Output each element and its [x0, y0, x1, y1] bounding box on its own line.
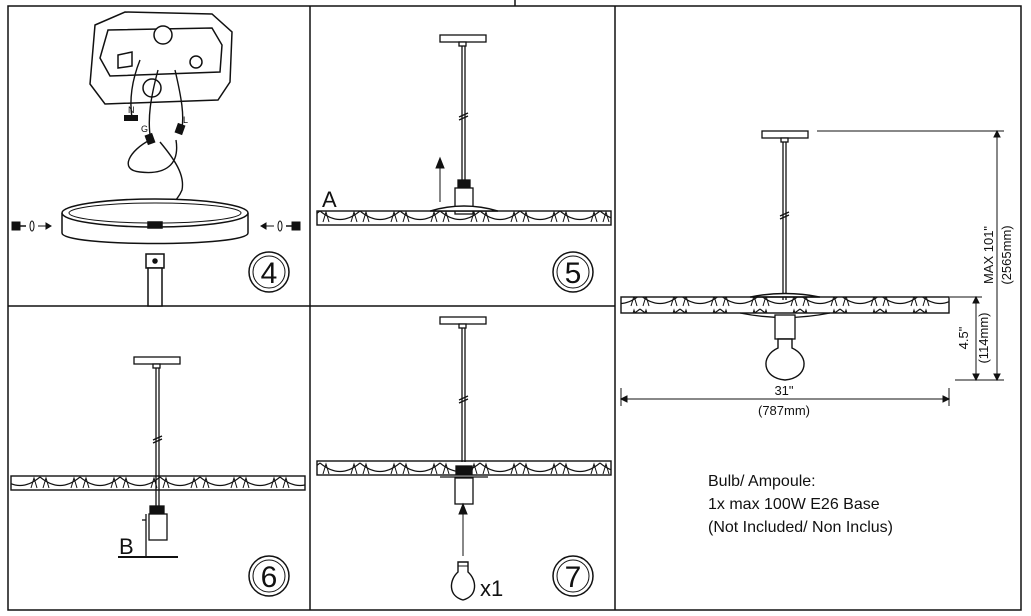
lift-arrow-5 [435, 156, 445, 202]
bulb-icon-7 [450, 561, 476, 601]
wire-label-l: L [183, 115, 188, 125]
suspension-rod-5 [458, 46, 469, 180]
wire-label-n: N [128, 105, 135, 115]
step-5-number: 5 [565, 257, 582, 290]
canopy [61, 198, 249, 307]
socket-dim [774, 314, 796, 340]
bulb-quantity: x1 [480, 576, 503, 601]
ceiling-canopy-7 [439, 316, 487, 329]
part-label-a: A [322, 187, 337, 212]
shade-6 [10, 475, 306, 491]
panel-step-7: x1 7 [316, 316, 612, 601]
step-6-badge: 6 [248, 555, 290, 597]
max-height-dimension-line [817, 129, 1004, 382]
step-5-badge: 5 [552, 251, 594, 293]
shade-5 [316, 205, 612, 226]
bulb-note-line-3: (Not Included/ Non Inclus) [708, 519, 893, 536]
shade-dim [620, 292, 950, 319]
bulb-note: Bulb/ Ampoule: 1x max 100W E26 Base (Not… [708, 470, 893, 539]
step-4-badge: 4 [248, 251, 290, 293]
suspension-rod-7 [458, 328, 469, 462]
shade-height-mm-label: (114mm) [976, 312, 991, 363]
shade-height-dimension-line [950, 295, 982, 382]
insert-arrow-7 [458, 502, 468, 556]
diameter-label: 31" [774, 383, 793, 398]
panel-step-6: B 6 [10, 356, 306, 597]
panel-step-5: A 5 [316, 34, 612, 293]
shade-height-label: 4.5" [956, 326, 971, 349]
panel-dimensions: MAX 101" (2565mm) 4.5" (114mm) 31" (787m… [619, 129, 1014, 418]
junction-box [89, 11, 233, 105]
diameter-mm-label: (787mm) [758, 403, 810, 418]
diameter-dimension-line [619, 388, 951, 406]
suspension-rod-dim [779, 142, 790, 300]
ceiling-canopy-dim [761, 130, 809, 143]
max-height-label: MAX 101" [981, 226, 996, 284]
wire-connectors [124, 115, 186, 146]
bulb-note-line-1: Bulb/ Ampoule: [708, 473, 816, 490]
bulb-note-line-2: 1x max 100W E26 Base [708, 496, 880, 513]
socket-6 [142, 505, 168, 556]
step-6-number: 6 [261, 561, 278, 594]
step-7-number: 7 [565, 561, 582, 594]
panel-grid [7, 0, 1022, 611]
socket-7 [440, 465, 488, 505]
step-7-badge: 7 [552, 555, 594, 597]
ceiling-canopy-5 [439, 34, 487, 47]
ceiling-canopy-6 [133, 356, 181, 369]
max-height-mm-label: (2565mm) [999, 225, 1014, 284]
canopy-screw-left [11, 220, 52, 232]
part-label-b: B [119, 534, 134, 559]
canopy-screw-right [260, 220, 301, 232]
step-4-number: 4 [261, 257, 278, 290]
panel-step-4: N G L 4 [11, 11, 301, 307]
wire-label-g: G [141, 124, 148, 134]
bulb-dim [765, 338, 805, 381]
